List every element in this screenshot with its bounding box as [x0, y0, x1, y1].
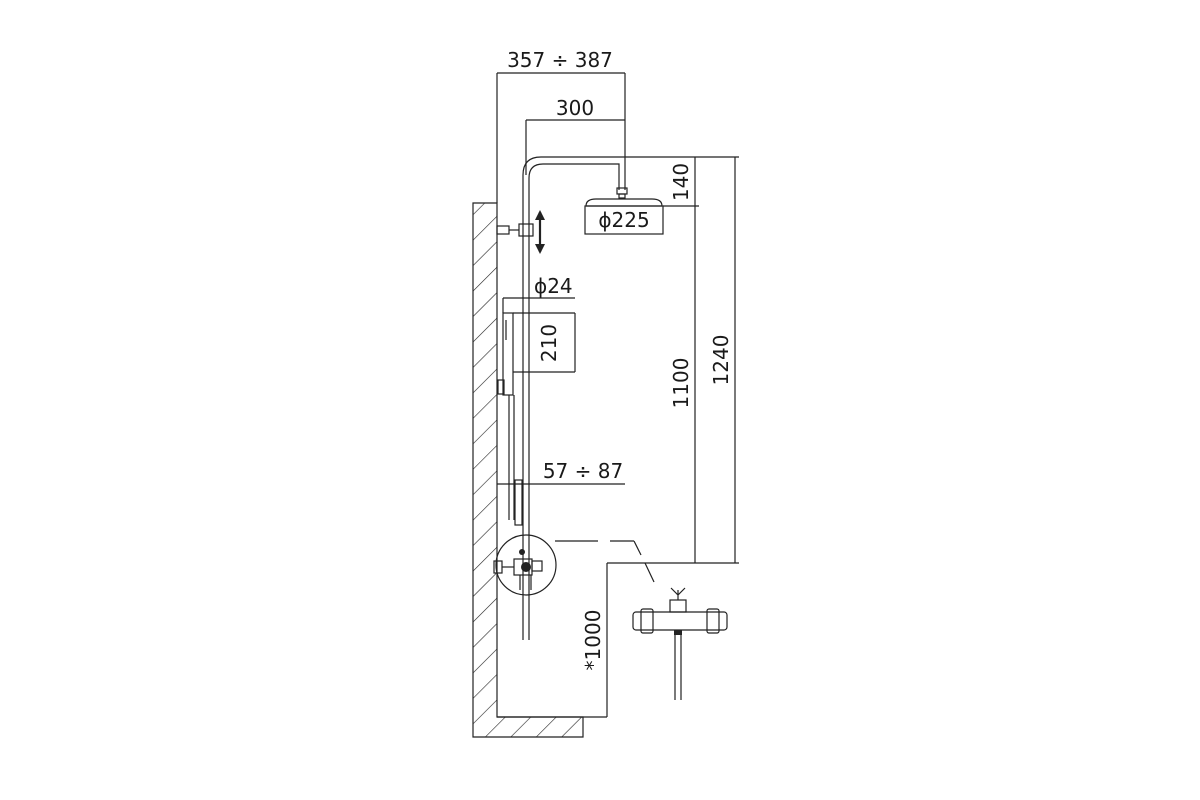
svg-text:300: 300: [556, 96, 594, 120]
double-arrow-up-down-icon: [535, 210, 545, 254]
hand-shower: [497, 312, 523, 526]
mixer-valve-side: [493, 534, 557, 596]
svg-text:ϕ24: ϕ24: [534, 274, 573, 298]
head-drop-dimension: 140: [625, 156, 739, 207]
total-height-dimension: 1240: [709, 157, 736, 563]
head-diameter-label: ϕ225: [584, 205, 664, 235]
mixer-valve-front: [632, 587, 728, 700]
riser-diameter-callout: ϕ24: [502, 274, 575, 313]
head-arm-dimension: 300: [525, 96, 625, 175]
overall-projection-dimension: 357 ÷ 387: [496, 48, 626, 203]
shower-head: [585, 187, 663, 207]
riser-pipe: [522, 156, 626, 640]
head-height-dimension: 1100: [669, 206, 696, 563]
handshower-length-dimension: 210: [513, 312, 576, 373]
wall-offset-dimension: 57 ÷ 87: [497, 459, 625, 485]
svg-text:ϕ225: ϕ225: [598, 208, 649, 232]
svg-text:57 ÷ 87: 57 ÷ 87: [543, 459, 623, 483]
svg-text:140: 140: [669, 163, 693, 201]
svg-text:210: 210: [537, 324, 561, 362]
svg-text:1100: 1100: [669, 358, 693, 409]
upper-wall-bracket: [496, 223, 534, 237]
detail-leader: [555, 540, 655, 583]
svg-text:357 ÷ 387: 357 ÷ 387: [507, 48, 613, 72]
svg-text:*1000: *1000: [581, 610, 605, 671]
svg-text:1240: 1240: [709, 335, 733, 386]
valve-height-dimension: *1000: [581, 563, 608, 717]
